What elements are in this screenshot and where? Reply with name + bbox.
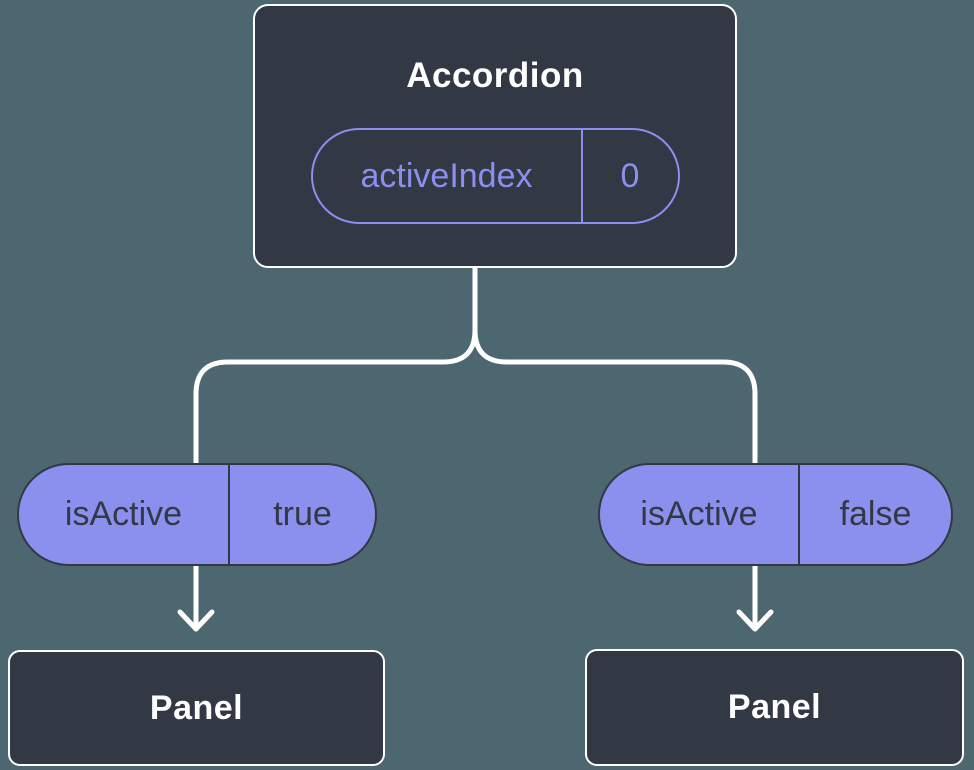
prop-pill-isactive-true: isActive true [17, 463, 377, 566]
accordion-node: Accordion activeIndex 0 [253, 4, 737, 268]
panel-node-title: Panel [727, 688, 822, 726]
prop-name-label: isActive [600, 465, 800, 564]
panel-node-left: Panel [8, 650, 385, 766]
connector-right-branch [472, 261, 758, 629]
state-value-label: 0 [620, 156, 640, 195]
accordion-node-title: Accordion [406, 56, 584, 95]
connector-left-branch [193, 261, 478, 629]
state-pill-activeindex: activeIndex 0 [310, 128, 680, 224]
arrowhead-left-icon [177, 609, 215, 632]
prop-name-label: isActive [19, 465, 230, 564]
prop-value-label: false [839, 495, 912, 533]
prop-value-label: true [273, 495, 332, 533]
panel-node-title: Panel [149, 688, 244, 727]
prop-pill-isactive-false: isActive false [598, 463, 953, 566]
arrowhead-right-icon [736, 609, 774, 632]
panel-node-right: Panel [585, 649, 964, 766]
state-name-label: activeIndex [313, 130, 583, 222]
